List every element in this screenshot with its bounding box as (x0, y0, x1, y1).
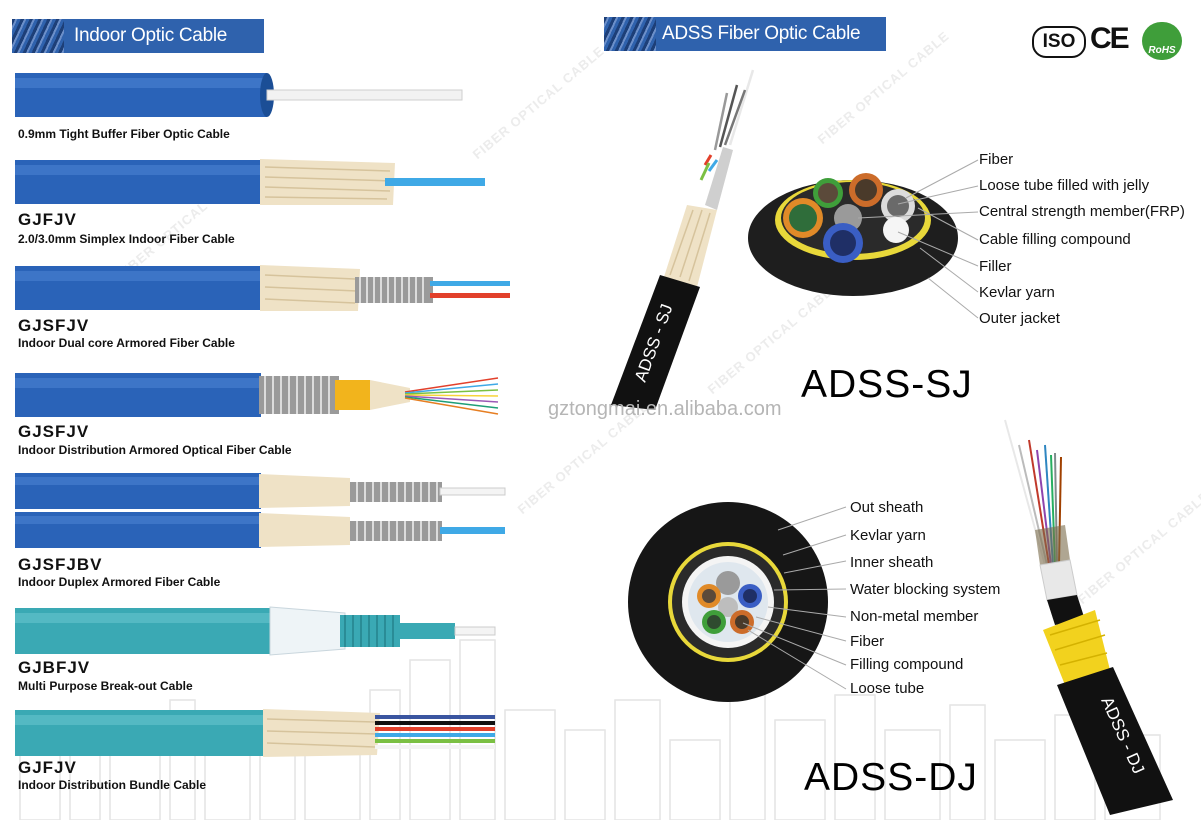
cable-image-dual-core-armored (15, 265, 510, 311)
banner-stripe-icon (12, 19, 64, 53)
banner-stripe-icon (604, 17, 656, 51)
watermark: FIBER OPTICAL CABLE (469, 43, 608, 162)
dj-label-fiber: Fiber (850, 633, 885, 650)
cable-code: GJSFJBV (18, 555, 103, 574)
cable-desc: 0.9mm Tight Buffer Fiber Optic Cable (18, 127, 230, 141)
cable-desc: Indoor Distribution Bundle Cable (18, 778, 206, 792)
sj-label-loose-tube: Loose tube filled with jelly (979, 177, 1150, 194)
dj-label-water-blocking: Water blocking system (850, 581, 1001, 598)
cable-desc: Multi Purpose Break-out Cable (18, 679, 193, 693)
cable-desc: Indoor Dual core Armored Fiber Cable (18, 336, 235, 350)
sj-label-filling-compound: Cable filling compound (979, 231, 1131, 248)
ce-logo: CE (1090, 22, 1130, 55)
section-title: ADSS Fiber Optic Cable (662, 23, 861, 44)
cable-desc: Indoor Duplex Armored Fiber Cable (18, 575, 221, 589)
website-text: gztongmai.en.alibaba.com (548, 398, 782, 420)
adss-sj-cable-image: ADSS - SJ (611, 69, 755, 410)
section-title: Indoor Optic Cable (74, 25, 228, 46)
cable-image-bundle (15, 709, 495, 757)
dj-label-filling-compound: Filling compound (850, 656, 964, 673)
sj-label-central-member: Central strength member(FRP) (979, 203, 1185, 220)
rohs-logo: RoHS (1142, 22, 1182, 60)
dj-label-inner-sheath: Inner sheath (850, 554, 934, 571)
cable-desc: 2.0/3.0mm Simplex Indoor Fiber Cable (18, 232, 235, 246)
adss-sj-title: ADSS-SJ (801, 363, 973, 406)
adss-section-banner: ADSS Fiber Optic Cable (604, 17, 886, 51)
cable-code: GJSFJV (18, 316, 90, 335)
certification-logos: ISO CE RoHS (1032, 20, 1187, 60)
sj-label-kevlar: Kevlar yarn (979, 284, 1055, 301)
cable-image-simplex (15, 159, 485, 205)
dj-label-out-sheath: Out sheath (850, 499, 924, 516)
dj-label-kevlar: Kevlar yarn (850, 527, 926, 544)
cable-desc: Indoor Distribution Armored Optical Fibe… (18, 443, 292, 457)
cable-image-tight-buffer (15, 73, 463, 117)
indoor-section-banner: Indoor Optic Cable (12, 19, 264, 53)
adss-dj-cable-image: ADSS - DJ (1004, 419, 1173, 815)
adss-dj-title: ADSS-DJ (804, 756, 978, 799)
cable-image-duplex-armored (15, 473, 506, 548)
sj-label-outer-jacket: Outer jacket (979, 310, 1060, 327)
cable-image-breakout (15, 606, 496, 656)
iso-logo: ISO (1032, 26, 1086, 58)
dj-label-non-metal-member: Non-metal member (850, 608, 979, 625)
cable-code: GJFJV (18, 210, 77, 229)
dj-label-loose-tube: Loose tube (850, 680, 925, 697)
adss-dj-cross-section (628, 502, 847, 702)
cable-code: GJBFJV (18, 658, 91, 677)
cable-code: GJSFJV (18, 422, 90, 441)
adss-sj-cross-section (748, 159, 979, 319)
cable-image-distribution-armored (15, 373, 499, 417)
sj-label-filler: Filler (979, 258, 1012, 275)
sj-label-fiber: Fiber (979, 151, 1014, 168)
cable-code: GJFJV (18, 758, 77, 777)
